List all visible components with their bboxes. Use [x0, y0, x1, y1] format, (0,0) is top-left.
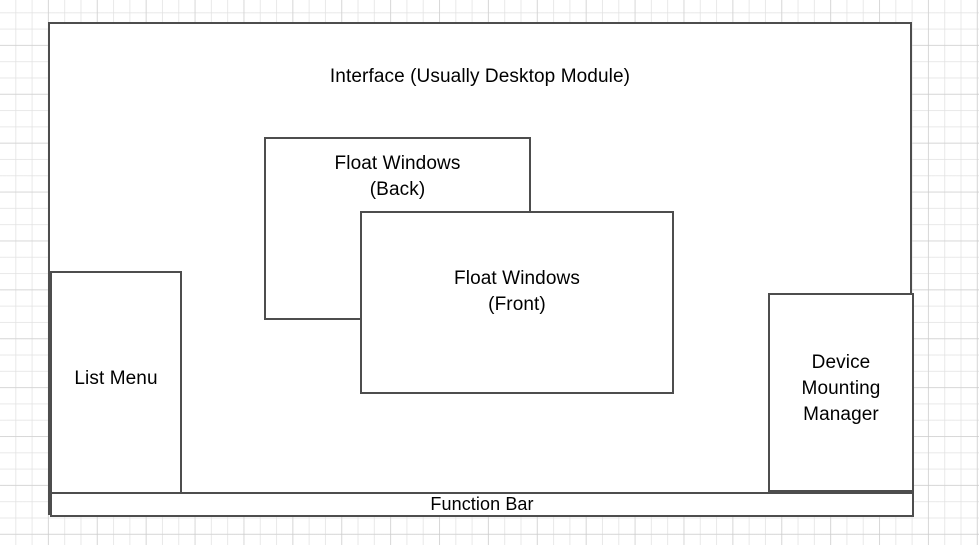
- float-window-back-label: Float Windows (Back): [334, 153, 461, 200]
- device-mounting-manager-box[interactable]: Device Mounting Manager: [768, 293, 914, 492]
- list-menu-label: List Menu: [74, 368, 158, 389]
- interface-container-box[interactable]: Interface (Usually Desktop Module) List …: [48, 22, 914, 517]
- device-mounting-manager-label: Device Mounting Manager: [801, 352, 881, 425]
- float-window-front-box[interactable]: Float Windows (Front): [360, 211, 674, 394]
- float-window-front-label: Float Windows (Front): [454, 268, 580, 315]
- interface-container-label: Interface (Usually Desktop Module): [329, 66, 631, 87]
- function-bar-label: Function Bar: [430, 494, 534, 514]
- function-bar[interactable]: Function Bar: [50, 492, 914, 517]
- list-menu-box[interactable]: List Menu: [50, 271, 182, 494]
